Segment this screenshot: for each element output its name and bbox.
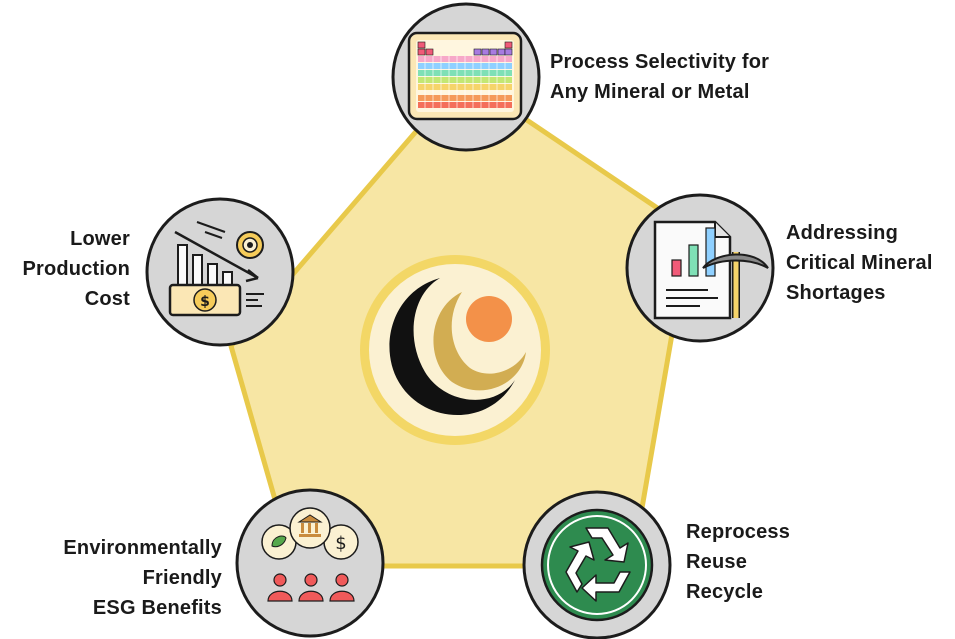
label-line: Any Mineral or Metal bbox=[550, 81, 750, 103]
node-left-production-cost: $ bbox=[145, 197, 295, 347]
label-line: Production bbox=[22, 258, 130, 280]
cost-reduction-icon: $ bbox=[168, 221, 264, 317]
label-line: Reprocess bbox=[686, 521, 791, 543]
label-critical-mineral: Addressing Critical Mineral Shortages bbox=[786, 218, 933, 308]
node-bottom-left-esg: $ bbox=[235, 488, 385, 638]
label-line: Process Selectivity for bbox=[550, 51, 770, 73]
label-line: Friendly bbox=[142, 567, 222, 589]
label-line: Recycle bbox=[686, 581, 764, 603]
chart-pickaxe-icon bbox=[653, 220, 769, 320]
label-line: ESG Benefits bbox=[92, 597, 222, 619]
svg-text:$: $ bbox=[200, 294, 210, 310]
label-reprocess: Reprocess Reuse Recycle bbox=[686, 517, 790, 607]
label-line: Reuse bbox=[686, 551, 748, 573]
node-bottom-right-recycle bbox=[522, 490, 672, 639]
periodic-table-icon bbox=[407, 31, 523, 121]
esg-community-icon: $ bbox=[261, 507, 359, 602]
center-logo bbox=[360, 255, 550, 445]
label-lower-production-cost: Lower Production Cost bbox=[22, 224, 130, 314]
label-line: Addressing bbox=[786, 222, 899, 244]
label-line: Environmentally bbox=[63, 537, 222, 559]
recycle-icon bbox=[540, 508, 654, 622]
node-right-critical-minerals bbox=[625, 193, 775, 343]
label-line: Cost bbox=[84, 288, 130, 310]
label-line: Critical Mineral bbox=[786, 252, 933, 274]
label-esg-benefits: Environmentally Friendly ESG Benefits bbox=[63, 533, 222, 623]
node-top-periodic-table bbox=[391, 2, 541, 152]
label-line: Lower bbox=[70, 228, 130, 250]
label-line: Shortages bbox=[786, 282, 886, 304]
svg-text:$: $ bbox=[335, 533, 346, 554]
label-process-selectivity: Process Selectivity for Any Mineral or M… bbox=[550, 47, 769, 107]
